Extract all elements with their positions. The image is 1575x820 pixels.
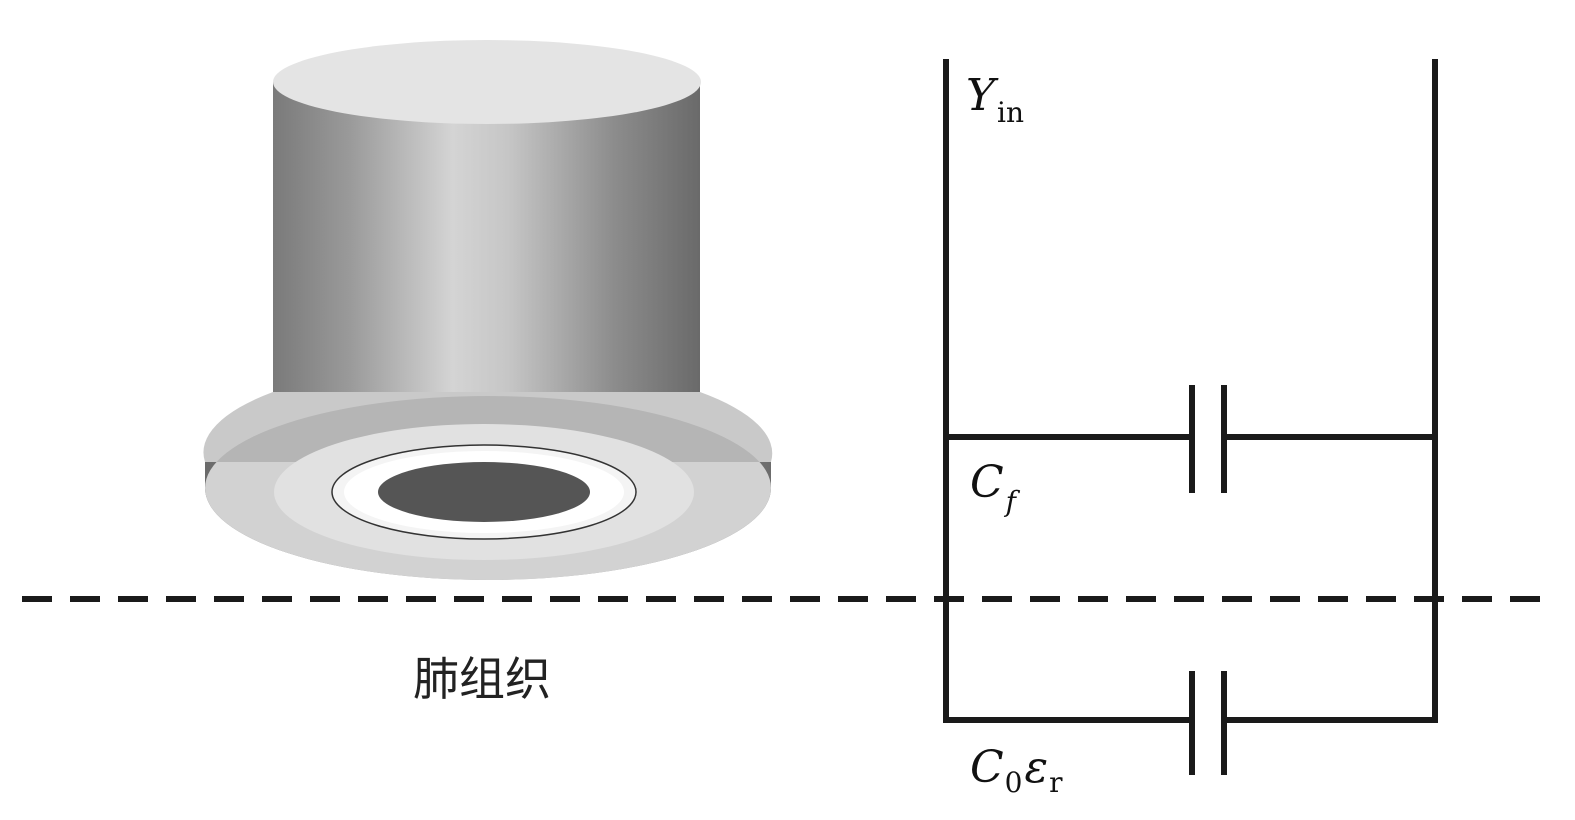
fringe-capacitance-label: Cf — [970, 457, 1021, 518]
coaxial-probe — [203, 40, 773, 580]
sample-capacitance-label: C0εr — [970, 742, 1063, 799]
tissue-label: 肺组织 — [413, 652, 551, 706]
admittance-label: Yin — [966, 70, 1024, 129]
probe-cylinder-top — [273, 40, 701, 124]
probe-center-conductor — [378, 462, 590, 522]
probe-cylinder-body — [273, 82, 700, 392]
equivalent-circuit — [943, 59, 1438, 775]
